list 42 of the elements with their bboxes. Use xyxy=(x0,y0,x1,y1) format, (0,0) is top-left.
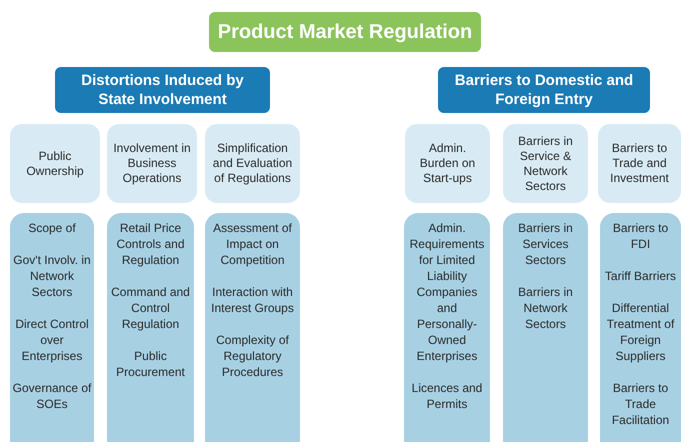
indicator-list-panel xyxy=(10,213,94,442)
indicator-text: Complexity of Regulatory Procedures xyxy=(215,332,290,380)
indicator-text: Tariff Barriers xyxy=(604,268,676,284)
title-box xyxy=(209,12,481,52)
subcategory-label: Admin. Burden on Start-ups xyxy=(418,141,476,186)
subcategory-box xyxy=(10,124,100,203)
heading-text: Barriers to Domestic and Foreign Entry xyxy=(454,71,634,109)
indicator-text: Gov't Involv. in Network Sectors xyxy=(12,252,92,300)
indicator-text: Direct Control over Enterprises xyxy=(14,316,90,364)
indicator-text: Public Procurement xyxy=(115,348,186,380)
subcategory-label: Barriers to Trade and Investment xyxy=(609,141,670,186)
indicator-text: Admin. Requirements for Limited Liability Companies and Personally-Owned Enterprises xyxy=(408,220,486,364)
subcategory-label: Involvement in Business Operations xyxy=(112,141,192,186)
indicator-text: Barriers to Trade Facilitation xyxy=(610,380,670,428)
category-heading-box xyxy=(55,67,270,113)
indicator-text: Scope of xyxy=(28,220,76,236)
subcategory-box xyxy=(405,124,490,203)
indicator-list-panel xyxy=(600,213,681,442)
indicator-text: Interaction with Interest Groups xyxy=(210,284,295,316)
indicator-text: Retail Price Controls and Regulation xyxy=(115,220,186,268)
subcategory-box xyxy=(107,124,197,203)
subcategory-label: Public Ownership xyxy=(25,148,85,178)
indicator-list-panel xyxy=(107,213,194,442)
indicator-text: Licences and Permits xyxy=(410,380,484,412)
indicator-text: Barriers to FDI xyxy=(612,220,670,252)
indicator-text: Assessment of Impact on Competition xyxy=(212,220,293,268)
indicator-list-panel xyxy=(404,213,490,442)
category-heading-box xyxy=(438,67,650,113)
subcategory-box xyxy=(598,124,681,203)
subcategory-label: Barriers in Service & Network Sectors xyxy=(517,134,574,194)
indicator-text: Governance of SOEs xyxy=(12,380,92,412)
heading-text: Distortions Induced by State Involvement xyxy=(80,71,245,109)
indicator-text: Barriers in Services Sectors xyxy=(517,220,574,268)
subcategory-box xyxy=(503,124,588,203)
indicator-text: Command and Control Regulation xyxy=(110,284,191,332)
indicator-text: Barriers in Network Sectors xyxy=(517,284,574,332)
subcategory-label: Simplification and Evaluation of Regulations xyxy=(212,141,294,186)
indicator-list-panel xyxy=(205,213,300,442)
indicator-list-panel xyxy=(503,213,588,442)
box-title: Product Market Regulation xyxy=(218,20,472,44)
subcategory-box xyxy=(205,124,300,203)
indicator-text: Differential Treatment of Foreign Suppliers xyxy=(606,300,676,364)
